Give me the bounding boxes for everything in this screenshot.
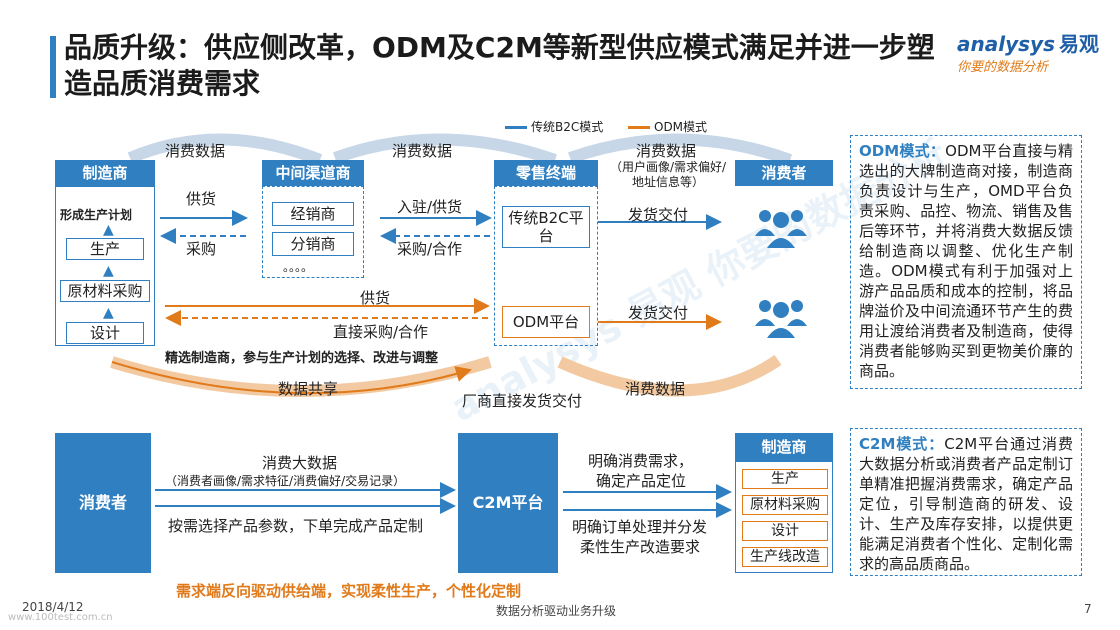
label-select-manufacturer: 精选制造商，参与生产计划的选择、改进与调整 (165, 351, 439, 366)
legend-odm-swatch (628, 126, 650, 129)
odm-description: ODM模式：ODM平台直接与精选出的大牌制造商对接，制造商负责设计与生产，OMD… (850, 135, 1082, 389)
label-supply: 供货 (186, 190, 217, 208)
data-arc-1 (127, 133, 323, 166)
c2m-step-produce: 生产 (742, 469, 828, 489)
factory-direct-arc (111, 361, 472, 395)
manufacturer-panel (55, 186, 155, 346)
label-direct-purchase: 直接采购/合作 (333, 323, 429, 341)
c2m-platform: C2M平台 (458, 433, 558, 573)
label-purchase-coop: 采购/合作 (397, 240, 463, 258)
odm-description-body: ODM平台直接与精选出的大牌制造商对接，制造商负责设计与生产，OMD平台负责采购… (859, 142, 1073, 380)
legend-b2c: 传统B2C模式 (505, 118, 603, 135)
channel-distributor: 分销商 (272, 232, 354, 256)
c2m-step-line-reform: 生产线改造 (742, 547, 828, 567)
label-big-data-note: （消费者画像/需求特征/消费偏好/交易记录） (165, 474, 406, 488)
footer-site: www.100test.com.cn (8, 612, 113, 623)
label-big-data: 消费大数据 (262, 454, 338, 472)
channel-dealer: 经销商 (272, 202, 354, 226)
c2m-step-material: 原材料采购 (742, 495, 828, 515)
data-arc-3 (568, 133, 793, 166)
c2m-manufacturer-header: 制造商 (735, 433, 833, 461)
label-demand-1: 明确消费需求， (588, 452, 694, 470)
b2c-platform: 传统B2C平台 (502, 206, 590, 248)
odm-description-head: ODM模式： (859, 142, 946, 160)
c2m-consumer: 消费者 (55, 433, 151, 573)
consumer-group-icon (755, 300, 807, 338)
label-factory-direct: 厂商直接发货交付 (462, 392, 583, 410)
step-material: 原材料采购 (60, 280, 150, 302)
page-title: 品质升级：供应侧改革，ODM及C2M等新型供应模式满足并进一步塑造品质消费需求 (64, 31, 935, 100)
logo-slogan: 你要的数据分析 (957, 60, 1049, 75)
step-produce: 生产 (66, 238, 144, 260)
c2m-step-design: 设计 (742, 521, 828, 541)
label-order-proc-1: 明确订单处理并分发 (572, 518, 708, 536)
footer-center: 数据分析驱动业务升级 (496, 604, 617, 618)
channel-ellipsis: 。。。。 (283, 260, 314, 274)
label-consumer-data-3: 消费数据 (636, 142, 697, 160)
label-data-share: 数据共享 (278, 380, 339, 398)
label-ship-1: 发货交付 (628, 206, 689, 224)
legend-odm: ODM模式 (628, 118, 707, 135)
label-purchase: 采购 (186, 240, 217, 258)
consumer-data-arc (557, 355, 782, 397)
logo-brand-cn: 易观 (1058, 32, 1099, 56)
logo-brand: analysys (957, 32, 1055, 56)
label-consumer-data-2: 消费数据 (392, 142, 453, 160)
label-order-proc-2: 柔性生产改造要求 (580, 538, 701, 556)
c2m-manufacturer-panel (735, 461, 833, 573)
odm-platform: ODM平台 (502, 306, 590, 338)
legend-b2c-swatch (505, 126, 527, 129)
page-number: 7 (1084, 602, 1092, 616)
legend-b2c-label: 传统B2C模式 (531, 120, 604, 134)
label-settle-supply: 入驻/供货 (397, 198, 463, 216)
plan-label: 形成生产计划 (60, 208, 133, 222)
data-arc-2 (332, 133, 557, 166)
c2m-description-body: C2M平台通过消费大数据分析或消费者产品定制订单精准把握消费需求，确定产品定位，… (859, 435, 1074, 573)
consumer-group-icon (755, 210, 807, 248)
up-arrow-icon: ▲ (103, 305, 114, 321)
retail-panel (494, 186, 598, 346)
c2m-slogan: 需求端反向驱动供给端，实现柔性生产，个性化定制 (176, 582, 522, 600)
retail-header: 零售终端 (494, 160, 598, 186)
c2m-description-head: C2M模式： (859, 435, 945, 453)
footer-date: 2018/4/12 (22, 600, 84, 614)
manufacturer-header: 制造商 (55, 160, 155, 186)
label-order: 按需选择产品参数，下单完成产品定制 (168, 517, 424, 535)
channel-header: 中间渠道商 (262, 160, 364, 186)
label-consumer-data-3-note: （用户画像/需求偏好/地址信息等） (609, 160, 727, 189)
label-odm-supply: 供货 (360, 289, 391, 307)
label-consumer-data-1: 消费数据 (165, 142, 226, 160)
label-ship-2: 发货交付 (628, 304, 689, 322)
up-arrow-icon: ▲ (103, 222, 114, 238)
channel-panel (262, 186, 364, 278)
legend-odm-label: ODM模式 (654, 120, 708, 134)
label-consumer-data-4: 消费数据 (625, 380, 686, 398)
label-demand-2: 确定产品定位 (596, 472, 687, 490)
c2m-description: C2M模式：C2M平台通过消费大数据分析或消费者产品定制订单精准把握消费需求，确… (850, 428, 1082, 576)
up-arrow-icon: ▲ (103, 263, 114, 279)
title-accent-bar (50, 36, 56, 98)
consumer-header: 消费者 (735, 160, 833, 186)
step-design: 设计 (66, 322, 144, 344)
